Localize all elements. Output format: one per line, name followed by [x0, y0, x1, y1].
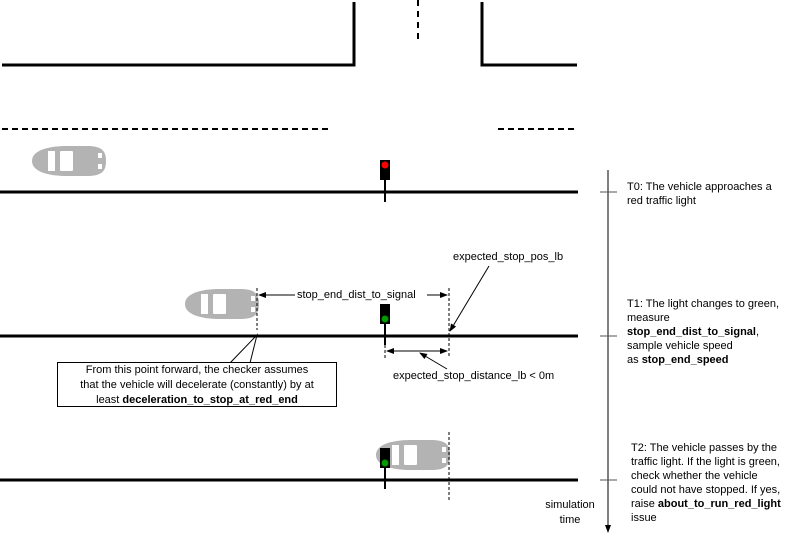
timeline-note-t2: T2: The vehicle passes by the traffic li…	[631, 441, 781, 525]
stop-end-dist-label: stop_end_dist_to_signal	[296, 288, 417, 302]
note-line: red traffic light	[627, 195, 696, 207]
simulation-time-label: simulation time	[540, 498, 600, 528]
vehicle-t1	[185, 289, 259, 319]
traffic-light-red	[380, 160, 390, 202]
expected-stop-pos-pointer	[449, 265, 490, 332]
note-line: stop_end_dist_to_signal,	[627, 325, 779, 339]
red-light	[381, 161, 389, 169]
axis-label-line: simulation	[545, 499, 595, 511]
green-light	[381, 459, 389, 467]
axis-label-line: time	[559, 514, 581, 526]
callout-line: that the vehicle will decelerate (consta…	[80, 379, 314, 391]
note-line: traffic light. If the light is green,	[631, 456, 780, 468]
road-edge-right	[480, 2, 577, 67]
note-param: stop_end_speed	[641, 354, 729, 366]
note-line: T1: The light changes to green,	[627, 298, 780, 310]
intersection	[2, 0, 577, 130]
note-text: ,	[755, 326, 760, 338]
expected-stop-distance-pointer	[419, 352, 448, 370]
note-line: check whether the vehicle	[631, 470, 758, 482]
note-param: stop_end_dist_to_signal	[627, 326, 756, 338]
note-line: T0: The vehicle approaches a	[627, 181, 772, 193]
scene-t0	[0, 146, 578, 202]
road-edge-left	[2, 2, 356, 67]
timeline-note-t1: T1: The light changes to green, measure …	[627, 297, 779, 367]
note-line: could not have stopped. If yes,	[631, 484, 781, 496]
timeline-note-t0: T0: The vehicle approaches a red traffic…	[627, 180, 772, 208]
note-line: issue	[631, 512, 657, 524]
expected-stop-distance-label: expected_stop_distance_lb < 0m	[393, 370, 555, 382]
deceleration-assumption-callout: From this point forward, the checker ass…	[57, 362, 337, 407]
callout-line: least deceleration_to_stop_at_red_end	[58, 393, 336, 408]
vehicle-t0	[32, 146, 106, 176]
traffic-light-green-t2	[380, 448, 390, 489]
note-text: raise	[631, 498, 658, 510]
note-line: sample vehicle speed	[627, 340, 733, 352]
callout-line: From this point forward, the checker ass…	[85, 364, 309, 376]
note-text: as	[627, 354, 642, 366]
timeline-axis	[600, 170, 617, 533]
note-line: measure	[627, 312, 670, 324]
callout-pointer	[229, 333, 258, 364]
traffic-light-green-t1	[380, 304, 390, 345]
note-param: about_to_run_red_light	[657, 498, 781, 510]
note-line: raise about_to_run_red_light	[631, 497, 781, 511]
note-line: T2: The vehicle passes by the	[631, 442, 777, 454]
callout-param: deceleration_to_stop_at_red_end	[122, 394, 298, 406]
expected-stop-pos-label: expected_stop_pos_lb	[453, 251, 564, 263]
callout-text: least	[96, 394, 123, 406]
note-line: as stop_end_speed	[627, 353, 779, 367]
green-light	[381, 315, 389, 323]
scene-t2	[0, 432, 578, 500]
scene-t1	[0, 265, 578, 370]
